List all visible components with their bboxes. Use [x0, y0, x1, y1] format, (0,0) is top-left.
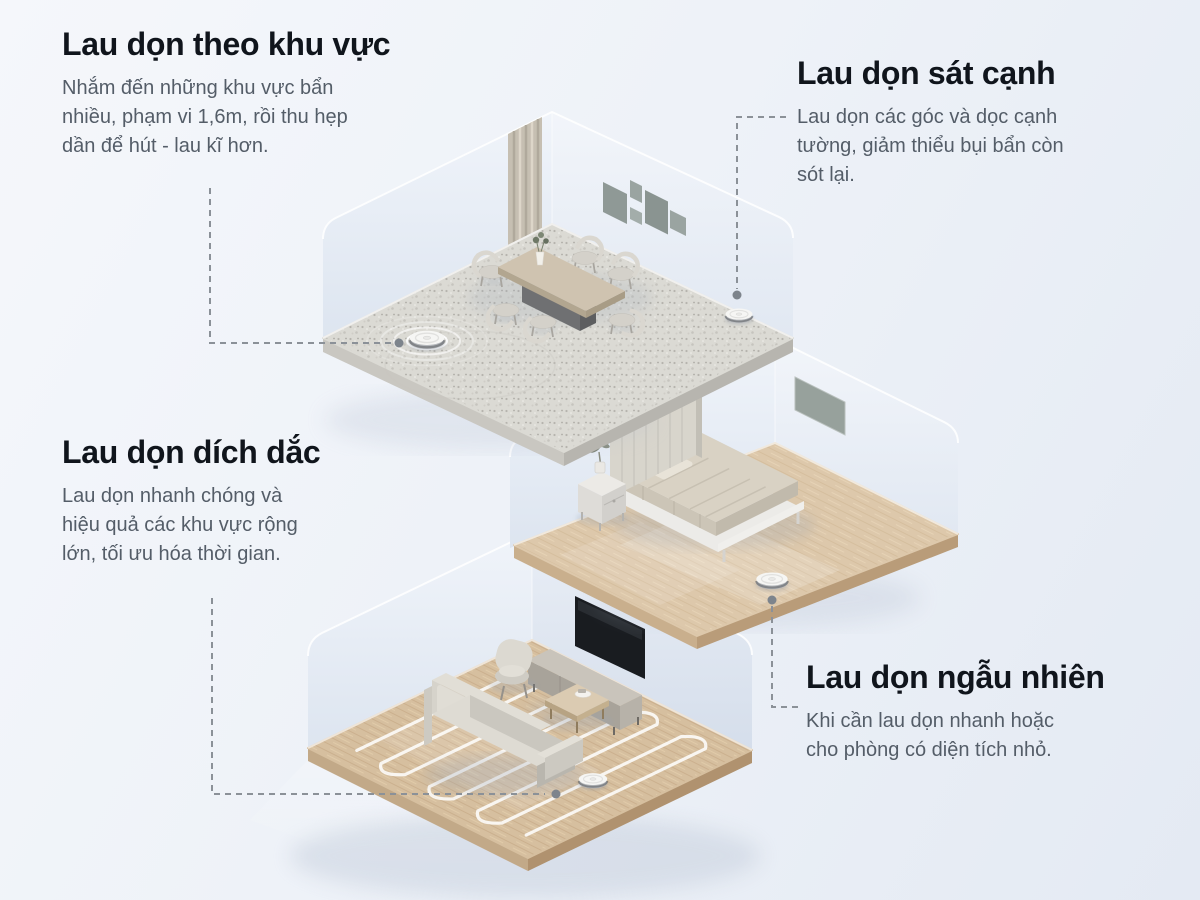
- robot-vacuum-zigzag-icon: [578, 773, 607, 790]
- callout-connectors: [209, 116, 799, 795]
- dining-chair: [522, 315, 557, 344]
- dining-chair: [485, 303, 520, 332]
- dining-floor-side: [564, 338, 793, 466]
- bedroom-floor-side: [514, 545, 697, 649]
- callout-zone-body-line: dần để hút - lau kĩ hơn.: [62, 134, 269, 157]
- callout-zigzag-title: Lau dọn dích dắc: [62, 434, 321, 470]
- dining-chair: [608, 308, 646, 338]
- dining-floor-side: [323, 338, 564, 466]
- curtain: [508, 117, 542, 246]
- robot-vacuum-edge-icon: [725, 309, 753, 325]
- sofa: [424, 673, 585, 795]
- dining-chair: [607, 251, 640, 290]
- wall-art-gallery: [603, 180, 686, 236]
- living-floor-side: [528, 750, 752, 871]
- callout-zone-body: Nhắm đến những khu vực bẩn nhiều, phạm v…: [62, 74, 462, 161]
- nightstand: [576, 472, 628, 531]
- dining-table: [498, 232, 625, 331]
- callout-edge-body-line: sót lại.: [797, 163, 855, 186]
- callout-zigzag-body-line: Lau dọn nhanh chóng và: [62, 484, 283, 507]
- callout-zone-title: Lau dọn theo khu vực: [62, 26, 391, 62]
- callout-random-body: Khi cần lau dọn nhanh hoặc cho phòng có …: [806, 707, 1176, 765]
- bedroom-right-wall: [775, 339, 958, 534]
- callout-zone-body-line: Nhắm đến những khu vực bẩn: [62, 76, 334, 99]
- callout-edge-body-line: Lau dọn các góc và dọc cạnh: [797, 105, 1058, 128]
- tv: [575, 596, 645, 679]
- cleaning-ripples: [366, 315, 488, 367]
- callout-random-body-line: cho phòng có diện tích nhỏ.: [806, 738, 1052, 761]
- robot-vacuum-random-icon: [756, 572, 789, 591]
- callout-zigzag-body-line: lớn, tối ưu hóa thời gian.: [62, 542, 281, 565]
- callout-zigzag-cleaning: Lau dọn dích dắc Lau dọn nhanh chóng và …: [62, 434, 412, 569]
- connector-zigzag: [211, 598, 545, 795]
- wall-picture: [794, 376, 846, 436]
- dining-left-wall: [323, 112, 552, 338]
- callout-edge-title: Lau dọn sát cạnh: [797, 55, 1056, 91]
- callout-zone-body-line: nhiều, phạm vi 1,6m, rồi thu hẹp: [62, 105, 348, 128]
- connector-zone: [209, 188, 392, 344]
- double-bed: [610, 383, 815, 562]
- coffee-table: [541, 684, 613, 733]
- living-floor-side: [308, 748, 528, 871]
- connector-dots: [394, 290, 777, 799]
- armchair: [489, 639, 537, 701]
- callout-zone-cleaning: Lau dọn theo khu vực Nhắm đến những khu …: [62, 26, 462, 161]
- callout-edge-body: Lau dọn các góc và dọc cạnh tường, giảm …: [797, 103, 1147, 190]
- robot-vacuum-zone-icon: [409, 331, 445, 351]
- zigzag-cleaning-path: [355, 662, 708, 837]
- callout-random-body-line: Khi cần lau dọn nhanh hoặc: [806, 709, 1054, 732]
- callout-random-cleaning: Lau dọn ngẫu nhiên Khi cần lau dọn nhanh…: [806, 659, 1176, 765]
- callout-edge-cleaning: Lau dọn sát cạnh Lau dọn các góc và dọc …: [797, 55, 1147, 190]
- connector-edge: [736, 116, 786, 289]
- bedroom-floor-side: [697, 534, 958, 649]
- living-room-illustration: [307, 530, 753, 871]
- callout-zigzag-body-line: hiệu quả các khu vực rộng: [62, 513, 298, 536]
- callout-random-title: Lau dọn ngẫu nhiên: [806, 659, 1105, 695]
- dining-room-illustration: [322, 110, 794, 466]
- callout-zigzag-body: Lau dọn nhanh chóng và hiệu quả các khu …: [62, 482, 412, 569]
- living-left-wall: [308, 532, 532, 748]
- connector-random: [771, 606, 799, 708]
- vase-with-flowers: [532, 232, 549, 266]
- callout-edge-body-line: tường, giảm thiểu bụi bẩn còn: [797, 134, 1064, 157]
